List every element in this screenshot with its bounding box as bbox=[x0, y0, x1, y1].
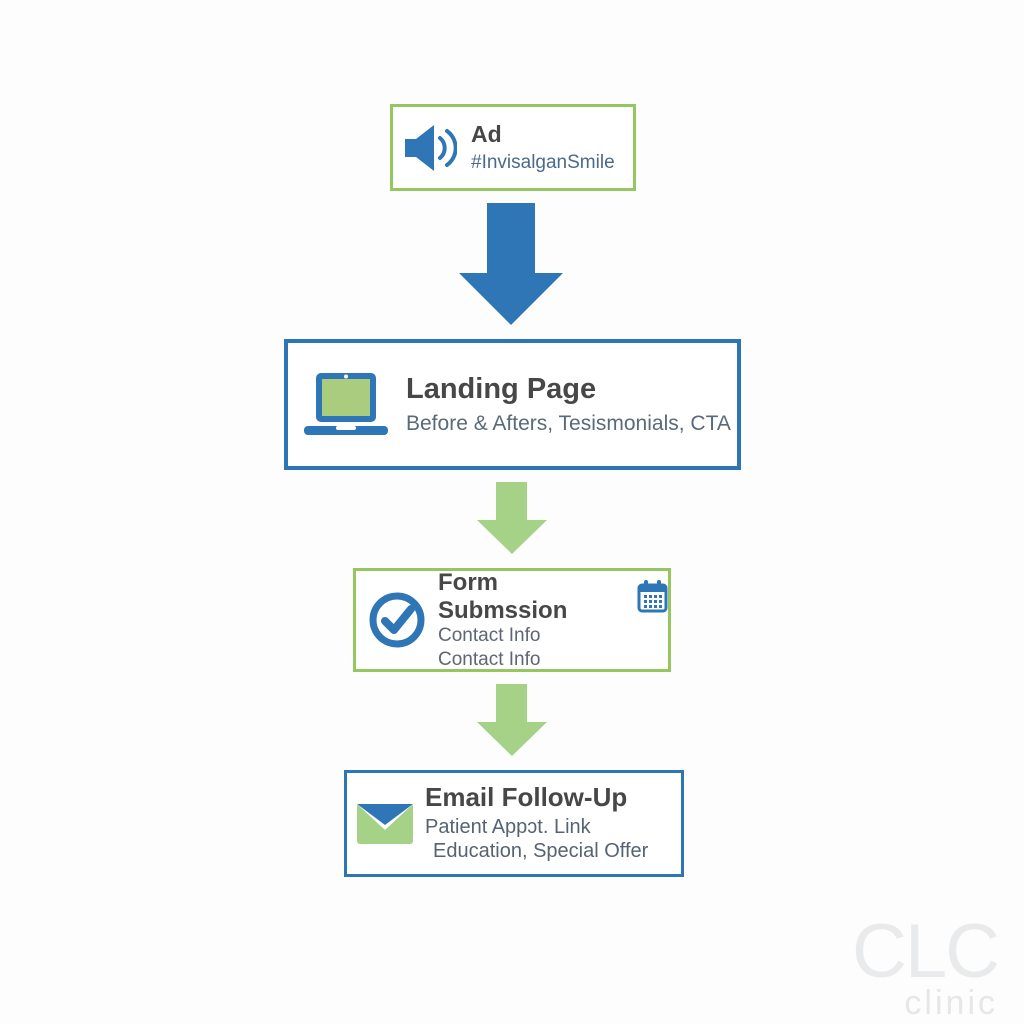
clinic-logo: CLC clinic bbox=[851, 909, 1000, 1023]
landing-subtitle: Before & Afters, Tesismonials, CTA bbox=[406, 411, 731, 435]
email-title: Email Follow-Up bbox=[425, 782, 628, 813]
check-circle-icon bbox=[368, 591, 426, 649]
email-line-2: Education, Special Offer bbox=[433, 840, 649, 863]
arrow-down-icon-2 bbox=[477, 482, 547, 554]
speaker-icon bbox=[405, 124, 457, 171]
landing-title: Landing Page bbox=[406, 372, 597, 405]
flow-node-form-submission: Form Submssion Contact I bbox=[353, 568, 671, 672]
laptop-icon bbox=[304, 372, 388, 437]
envelope-icon bbox=[357, 803, 413, 844]
ad-title: Ad bbox=[471, 121, 502, 148]
clinic-logo-subtext: clinic bbox=[904, 984, 998, 1023]
arrow-down-icon-1 bbox=[459, 203, 563, 325]
ad-subtitle: #InvisalganSmile bbox=[471, 151, 615, 173]
arrow-down-icon-3 bbox=[477, 684, 547, 756]
form-line-2: Contact Info bbox=[438, 648, 541, 670]
flow-node-email-follow-up: Email Follow-Up Patient Appɔt. Link Educ… bbox=[344, 770, 684, 877]
calendar-icon bbox=[637, 579, 668, 614]
flow-node-ad: Ad #InvisalganSmile bbox=[390, 104, 636, 191]
email-line-1: Patient Appɔt. Link bbox=[425, 816, 591, 839]
clinic-logo-text: CLC bbox=[851, 909, 1000, 994]
form-title: Form Submssion bbox=[438, 569, 568, 624]
form-line-1: Contact Info bbox=[438, 625, 541, 647]
flow-node-landing-page: Landing Page Before & Afters, Tesismonia… bbox=[284, 339, 741, 470]
